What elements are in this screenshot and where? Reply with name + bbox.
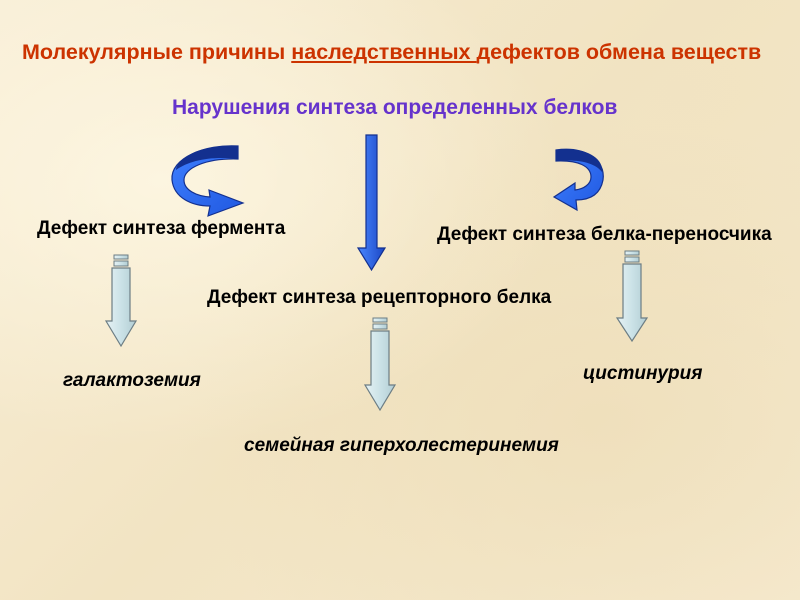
cystinuria-label: цистинурия [583, 363, 703, 384]
transporter-defect-label: Дефект синтеза белка-переносчика [437, 224, 772, 245]
curved-arrow-to-transporter-defect [552, 148, 604, 212]
slide-title-part-1: Молекулярные причины [22, 40, 292, 64]
down-arrow-to-hypercholesterolemia [363, 317, 397, 412]
slide-title-part-2: дефектов обмена веществ [476, 40, 762, 64]
slide-subtitle: Нарушения синтеза определенных белков [172, 96, 618, 119]
hypercholesterolemia-label: семейная гиперхолестеринемия [244, 435, 559, 456]
enzyme-defect-label: Дефект синтеза фермента [37, 218, 286, 239]
down-arrow-to-galactosemia [104, 254, 138, 348]
slide-title-underlined: наследственных [291, 40, 477, 64]
slide-title: Молекулярные причины наследственных дефе… [22, 40, 762, 64]
curved-arrow-to-enzyme-defect [171, 145, 245, 217]
receptor-defect-label: Дефект синтеза рецепторного белка [207, 287, 552, 308]
galactosemia-label: галактоземия [63, 370, 201, 391]
down-arrow-to-cystinuria [615, 250, 649, 343]
straight-arrow-to-receptor-defect [356, 134, 387, 272]
